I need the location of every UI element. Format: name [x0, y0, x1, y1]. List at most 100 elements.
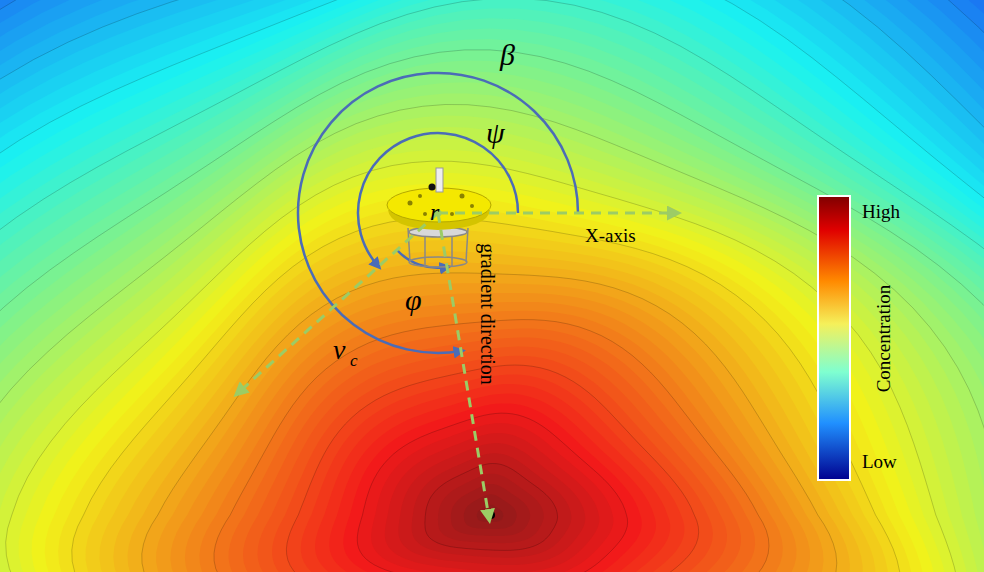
contour-band [438, 474, 544, 544]
contour-band [72, 218, 901, 572]
color-bar [818, 196, 850, 480]
contour-band [0, 18, 984, 572]
scale-high: High [862, 202, 900, 221]
contour-band [6, 161, 959, 572]
beta-arc [298, 73, 578, 353]
contour-band [398, 443, 585, 565]
x-axis-arrow [438, 212, 676, 215]
contour-band [45, 195, 925, 572]
contour-band [86, 229, 889, 572]
scale-low: Low [862, 452, 897, 471]
contour-band [0, 116, 984, 572]
contour-band [0, 50, 984, 572]
contour-band [343, 403, 642, 572]
contour-band [0, 29, 984, 572]
contour-band [0, 138, 981, 572]
direction-label: gradient direction [478, 243, 498, 385]
contour-band [58, 207, 913, 572]
angle-phi: φ [405, 285, 422, 315]
contour-band [0, 60, 984, 572]
contour-band [464, 494, 517, 529]
radius-label: r [430, 200, 439, 224]
contour-band [0, 105, 984, 572]
contour-band [0, 127, 984, 572]
contour-band [371, 423, 613, 572]
contour-band [357, 413, 627, 572]
robot-vehicle [387, 168, 491, 267]
contour-band [0, 8, 984, 572]
contour-band [301, 374, 685, 572]
contour-band [0, 82, 984, 572]
contour-band [99, 240, 875, 572]
contour-band [0, 71, 984, 572]
contour-band [272, 356, 713, 572]
scale-title: Concentration [874, 284, 893, 392]
contour-band [477, 505, 503, 522]
angle-psi: ψ [486, 118, 505, 148]
angle-beta: β [500, 40, 515, 70]
contour-band [0, 93, 984, 572]
velocity-symbol: v [333, 336, 345, 364]
axis-label: X-axis [585, 226, 636, 245]
phi-arc [397, 250, 447, 268]
contour-band [329, 394, 656, 572]
contour-band [286, 365, 698, 572]
contour-band [451, 484, 530, 536]
velocity-arrow [238, 213, 438, 393]
contour-band [0, 150, 970, 572]
contour-band [19, 173, 948, 572]
contour-band [425, 464, 558, 551]
contour-band [0, 39, 984, 572]
contour-band [385, 433, 600, 572]
velocity-subscript: c [350, 352, 358, 369]
contour-band [315, 384, 670, 572]
